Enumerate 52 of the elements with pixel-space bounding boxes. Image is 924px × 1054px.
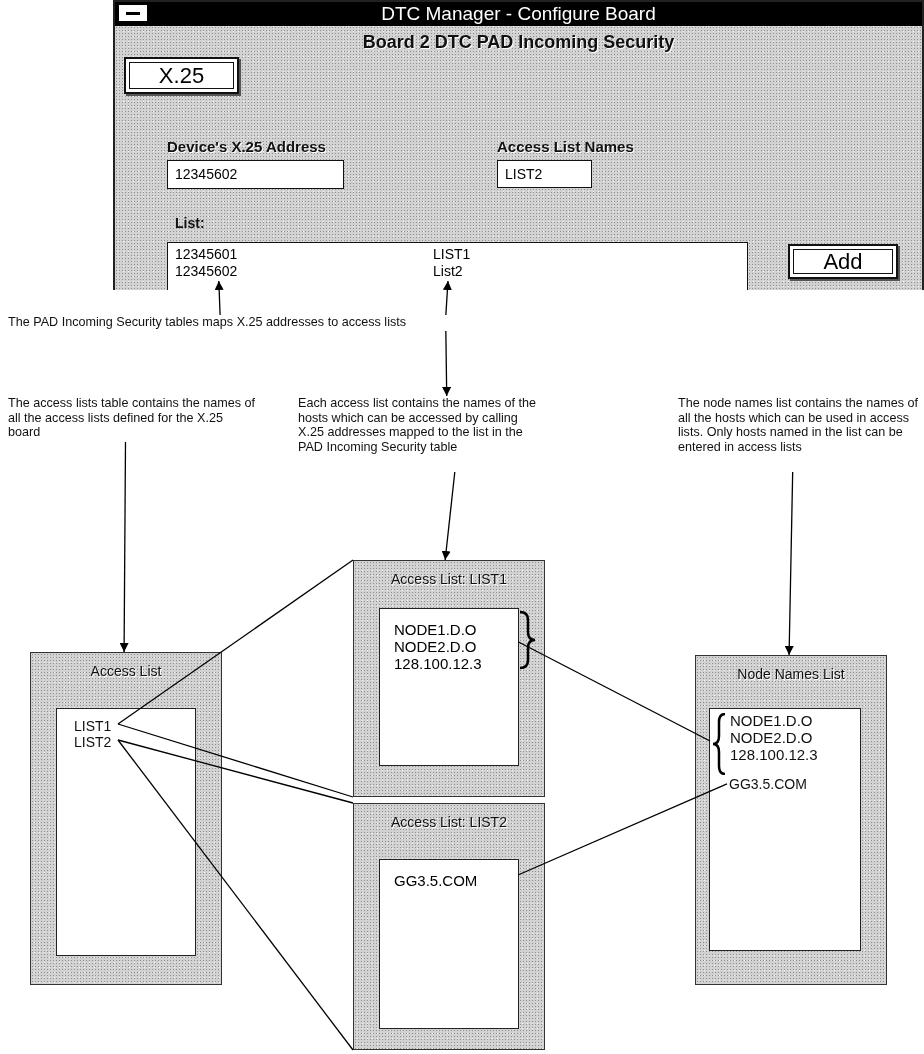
dialog-window bbox=[113, 0, 924, 290]
connector-line bbox=[117, 739, 354, 1051]
connector-line bbox=[117, 723, 354, 798]
list-entry: 128.100.12.3 bbox=[730, 746, 819, 763]
arrow bbox=[442, 280, 452, 316]
list-entry: LIST1 bbox=[74, 718, 120, 734]
field-label: Access List Names bbox=[497, 138, 634, 155]
table-panel bbox=[30, 652, 222, 985]
connector-line bbox=[117, 559, 354, 725]
list-entry: 12345602 bbox=[175, 263, 239, 280]
list-entry: NODE2.D.O bbox=[394, 638, 478, 655]
list-entry: 128.100.12.3 bbox=[394, 655, 483, 672]
arrow bbox=[214, 280, 224, 316]
arrow bbox=[441, 471, 456, 561]
access-list-field: LIST2 bbox=[497, 160, 592, 188]
panel-heading: Access List bbox=[89, 663, 163, 679]
list-entry: NODE1.D.O bbox=[394, 621, 478, 638]
table-panel bbox=[695, 655, 887, 985]
panel-heading: Node Names List bbox=[736, 666, 846, 682]
mode-button: X.25 bbox=[124, 57, 239, 94]
connector-line bbox=[517, 783, 728, 876]
address-field: 12345602 bbox=[167, 160, 344, 189]
annotation-text: Each access list contains the names of the hosts which can be accessed by calling X.25 addresses mapped to the list in the PAD Incoming Security table bbox=[298, 396, 543, 472]
arrow bbox=[784, 471, 794, 656]
annotation-text: The access lists table contains the names of all the access lists defined for the X.25 board bbox=[8, 396, 258, 442]
list-entry: NODE2.D.O bbox=[730, 729, 814, 746]
connector-line bbox=[517, 641, 711, 742]
list-entry: List2 bbox=[433, 263, 464, 280]
table-panel bbox=[353, 560, 545, 797]
dialog-heading: Board 2 DTC PAD Incoming Security bbox=[361, 32, 676, 53]
arrow bbox=[442, 330, 452, 397]
window-title: DTC Manager - Configure Board bbox=[381, 3, 656, 25]
panel-heading: Access List: LIST1 bbox=[390, 571, 508, 587]
list-area bbox=[56, 708, 196, 956]
list-entry: 12345601 bbox=[175, 246, 239, 263]
arrow bbox=[119, 441, 129, 653]
panel-heading: Access List: LIST2 bbox=[390, 814, 508, 830]
list-area bbox=[379, 859, 519, 1029]
annotation-text: The node names list contains the names of all the hosts which can be used in access lists. Only hosts named in the list can be entered in access lists bbox=[678, 396, 922, 472]
list-area bbox=[709, 708, 861, 951]
list-entry: NODE1.D.O bbox=[730, 712, 814, 729]
list-entry: LIST2 bbox=[74, 734, 120, 750]
table-panel bbox=[353, 803, 545, 1050]
list-area bbox=[379, 608, 519, 766]
field-label: Device's X.25 Address bbox=[167, 138, 326, 155]
list-entry: LIST1 bbox=[433, 246, 472, 263]
list-entry: GG3.5.COM bbox=[729, 776, 829, 794]
annotation-text: The PAD Incoming Security tables maps X.25 addresses to access lists bbox=[8, 315, 513, 331]
connector-line bbox=[117, 739, 354, 804]
add-button: Add bbox=[788, 244, 898, 279]
list-entry: GG3.5.COM bbox=[394, 872, 479, 889]
list-label: List: bbox=[175, 215, 205, 231]
